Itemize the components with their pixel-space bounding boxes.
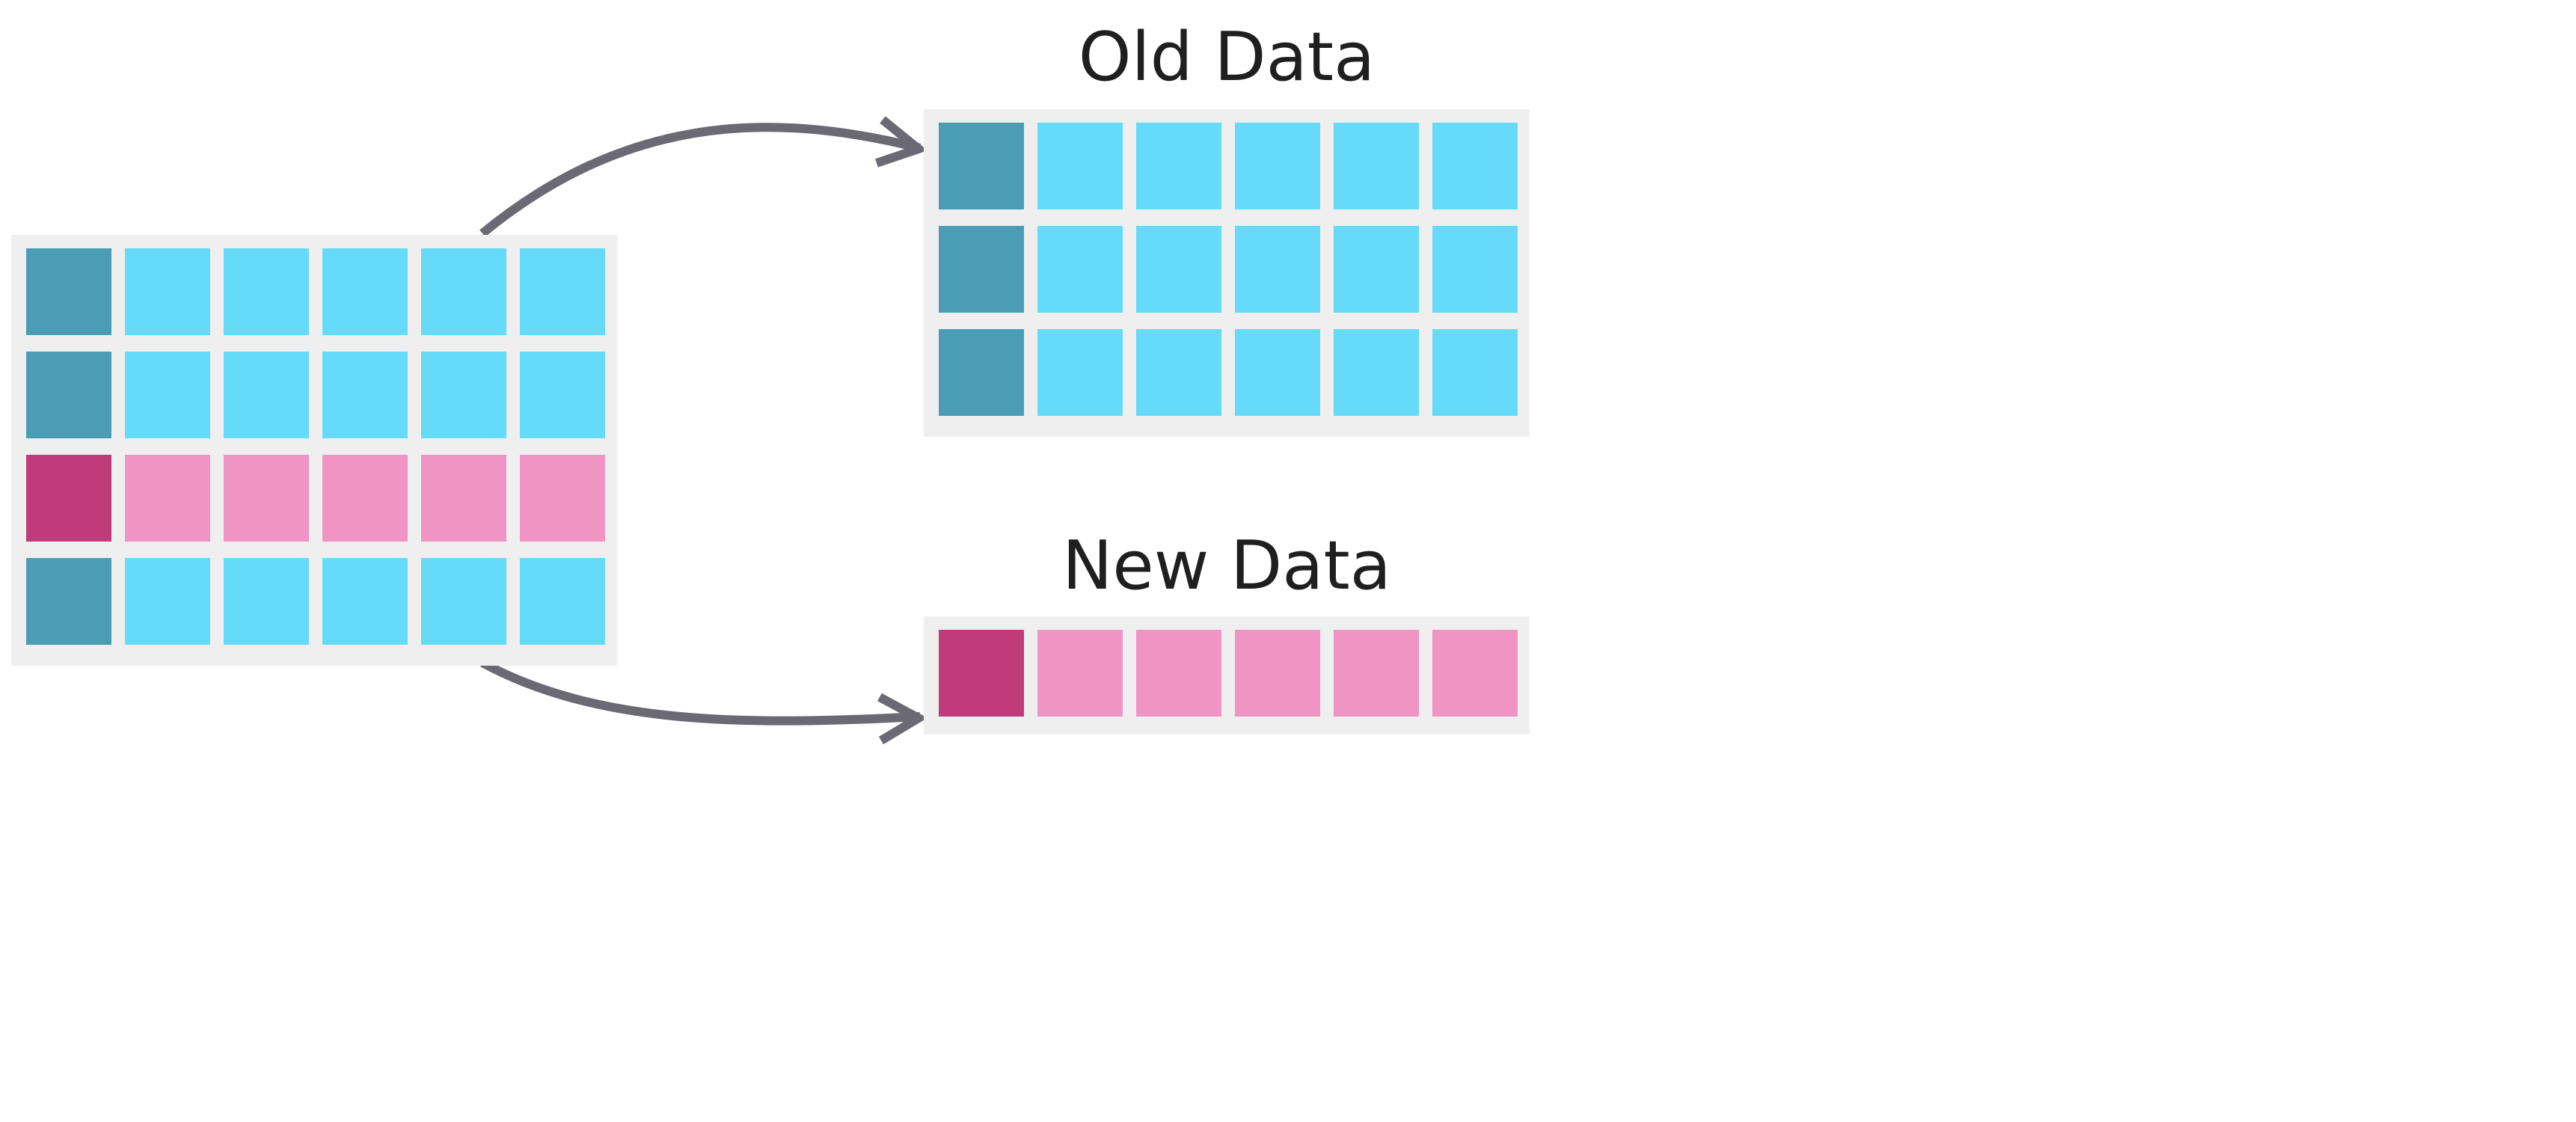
source-row3-cell: [322, 455, 408, 542]
old-data-row2-cell: [1235, 226, 1320, 313]
old-data-row3-cell: [1037, 329, 1123, 416]
new-data-row1-cell: [1136, 630, 1221, 717]
old-data-row3-cell: [1136, 329, 1221, 416]
source-row1-cell: [322, 248, 408, 335]
arrow-to-old-data-icon: [479, 123, 921, 237]
source-row3-key-cell: [26, 455, 111, 542]
old-data-row2-cell: [1334, 226, 1419, 313]
old-data-row2-cell: [1037, 226, 1123, 313]
source-row1-cell: [125, 248, 210, 335]
source-row1-key-cell: [26, 248, 111, 335]
source-row2-cell: [520, 352, 605, 438]
source-row4-cell: [520, 558, 605, 645]
new-data-row1-cell: [1334, 630, 1419, 717]
source-row3-cell: [125, 455, 210, 542]
source-row3-cell: [421, 455, 506, 542]
new-data-row1-cell: [1432, 630, 1518, 717]
old-data-row1-cell: [1235, 123, 1320, 209]
source-data-table: [11, 235, 617, 666]
old-data-row1-cell: [1432, 123, 1518, 209]
new-data-table: [924, 616, 1530, 735]
old-data-row1-cell: [1334, 123, 1419, 209]
arrow-to-new-data-icon: [480, 658, 921, 726]
old-data-row2-cell: [1432, 226, 1518, 313]
source-row1-cell: [520, 248, 605, 335]
old-data-row3-cell: [1334, 329, 1419, 416]
old-data-row3-key-cell: [939, 329, 1024, 416]
arrow-to-old-data-head-icon: [875, 116, 928, 168]
new-data-row1-cell: [1037, 630, 1123, 717]
old-data-row1-key-cell: [939, 123, 1024, 209]
source-row1-cell: [224, 248, 309, 335]
source-row1-cell: [421, 248, 506, 335]
new-data-row1-cell: [1235, 630, 1320, 717]
old-data-title: Old Data: [1078, 18, 1376, 96]
source-row2-cell: [421, 352, 506, 438]
old-data-table: [924, 109, 1530, 437]
new-data-title: New Data: [1062, 527, 1391, 605]
source-row2-key-cell: [26, 352, 111, 438]
source-row4-cell: [125, 558, 210, 645]
old-data-row3-cell: [1235, 329, 1320, 416]
source-row4-cell: [224, 558, 309, 645]
arrow-to-new-data-head-icon: [877, 693, 928, 745]
source-row3-cell: [520, 455, 605, 542]
old-data-row2-cell: [1136, 226, 1221, 313]
source-row2-cell: [125, 352, 210, 438]
source-row3-cell: [224, 455, 309, 542]
source-row4-key-cell: [26, 558, 111, 645]
source-row2-cell: [322, 352, 408, 438]
new-data-row1-key-cell: [939, 630, 1024, 717]
source-row2-cell: [224, 352, 309, 438]
source-row4-cell: [421, 558, 506, 645]
old-data-row2-key-cell: [939, 226, 1024, 313]
old-data-row3-cell: [1432, 329, 1518, 416]
source-row4-cell: [322, 558, 408, 645]
old-data-row1-cell: [1037, 123, 1123, 209]
old-data-row1-cell: [1136, 123, 1221, 209]
